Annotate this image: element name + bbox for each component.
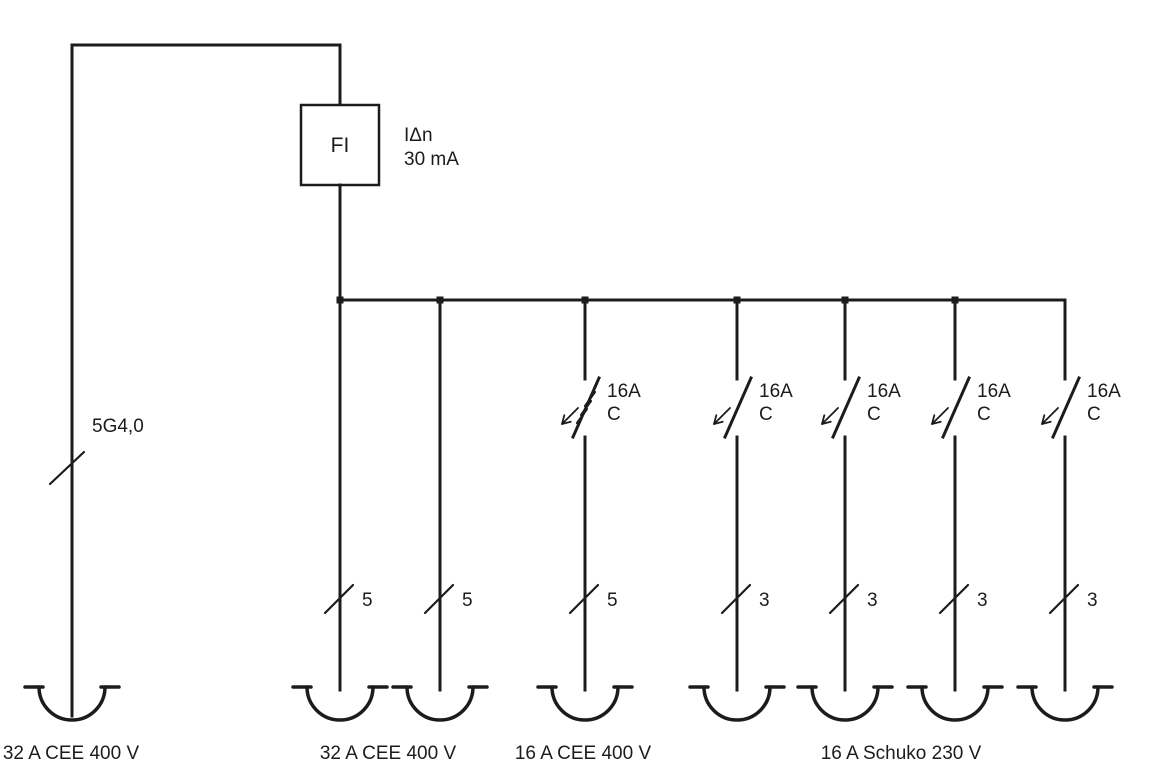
branch-cee32-2: 5 <box>391 298 489 722</box>
rcd-label: FI <box>331 134 350 157</box>
conductor-count-label: 5 <box>462 590 473 611</box>
branch-schuko-3: 16A C 3 <box>906 298 1011 722</box>
mcb-symbol <box>1040 376 1081 439</box>
conductor-count-slash <box>828 583 860 615</box>
branch-cee16: 16A C 5 <box>536 298 641 722</box>
mcb-symbol <box>712 376 753 439</box>
conductor-count-slash <box>938 583 970 615</box>
breaker-rating-label: 16A <box>759 381 793 402</box>
branch-schuko-4: 16A C 3 <box>1016 298 1121 722</box>
outlet-group-labels: 32 A CEE 400 V 16 A CEE 400 V 16 A Schuk… <box>320 743 982 764</box>
breaker-rating-label: 16A <box>1087 381 1121 402</box>
conductor-count-label: 3 <box>977 590 988 611</box>
rcd-rating-line2: 30 mA <box>404 149 459 170</box>
socket-outlet <box>1016 685 1114 722</box>
conductor-count-slash <box>720 583 752 615</box>
mcb-symbol <box>820 376 861 439</box>
socket-outlet <box>796 685 894 722</box>
socket-outlet <box>391 685 489 722</box>
breaker-rating-label: 16A <box>977 381 1011 402</box>
socket-outlet <box>906 685 1004 722</box>
mcb-symbol <box>930 376 971 439</box>
conductor-count-slash <box>568 583 600 615</box>
pole-count-slash <box>583 390 597 408</box>
conductor-count-label: 5 <box>362 590 373 611</box>
branch-schuko-1: 16A C 3 <box>688 298 793 722</box>
outlet-label-cee16: 16 A CEE 400 V <box>515 743 652 764</box>
rcd-box <box>299 103 381 187</box>
mcb-symbol <box>560 376 601 439</box>
breaker-curve-label: C <box>867 404 881 425</box>
breaker-rating-label: 16A <box>867 381 901 402</box>
feed-cable-label: 5G4,0 <box>92 416 144 437</box>
outlet-label-cee32-feed: 32 A CEE 400 V <box>3 743 140 764</box>
rcd-rating-line1: IΔn <box>404 125 433 146</box>
socket-outlet <box>536 685 634 722</box>
conductor-count-slash <box>1048 583 1080 615</box>
pole-count-slash <box>575 407 589 425</box>
breaker-curve-label: C <box>607 404 621 425</box>
conductor-count-slash <box>423 583 455 615</box>
pole-count-slash <box>579 399 593 417</box>
conductor-count-label: 3 <box>759 590 770 611</box>
feed-circuit: 5G4,0 32 A CEE 400 V <box>3 43 342 764</box>
rcd-device: FI IΔn 30 mA <box>299 43 459 302</box>
breaker-curve-label: C <box>759 404 773 425</box>
branch-cee32-1: 5 <box>291 298 389 722</box>
conductor-count-label: 3 <box>867 590 878 611</box>
breaker-rating-label: 16A <box>607 381 641 402</box>
conductor-count-label: 5 <box>607 590 618 611</box>
feed-cable-slash <box>48 450 86 486</box>
branch-schuko-2: 16A C 3 <box>796 298 901 722</box>
outlet-label-cee32: 32 A CEE 400 V <box>320 743 457 764</box>
conductor-count-slash <box>323 583 355 615</box>
conductor-count-label: 3 <box>1087 590 1098 611</box>
breaker-curve-label: C <box>1087 404 1101 425</box>
socket-outlet <box>688 685 786 722</box>
socket-outlet <box>291 685 389 722</box>
breaker-curve-label: C <box>977 404 991 425</box>
outlet-label-schuko16: 16 A Schuko 230 V <box>821 743 982 764</box>
